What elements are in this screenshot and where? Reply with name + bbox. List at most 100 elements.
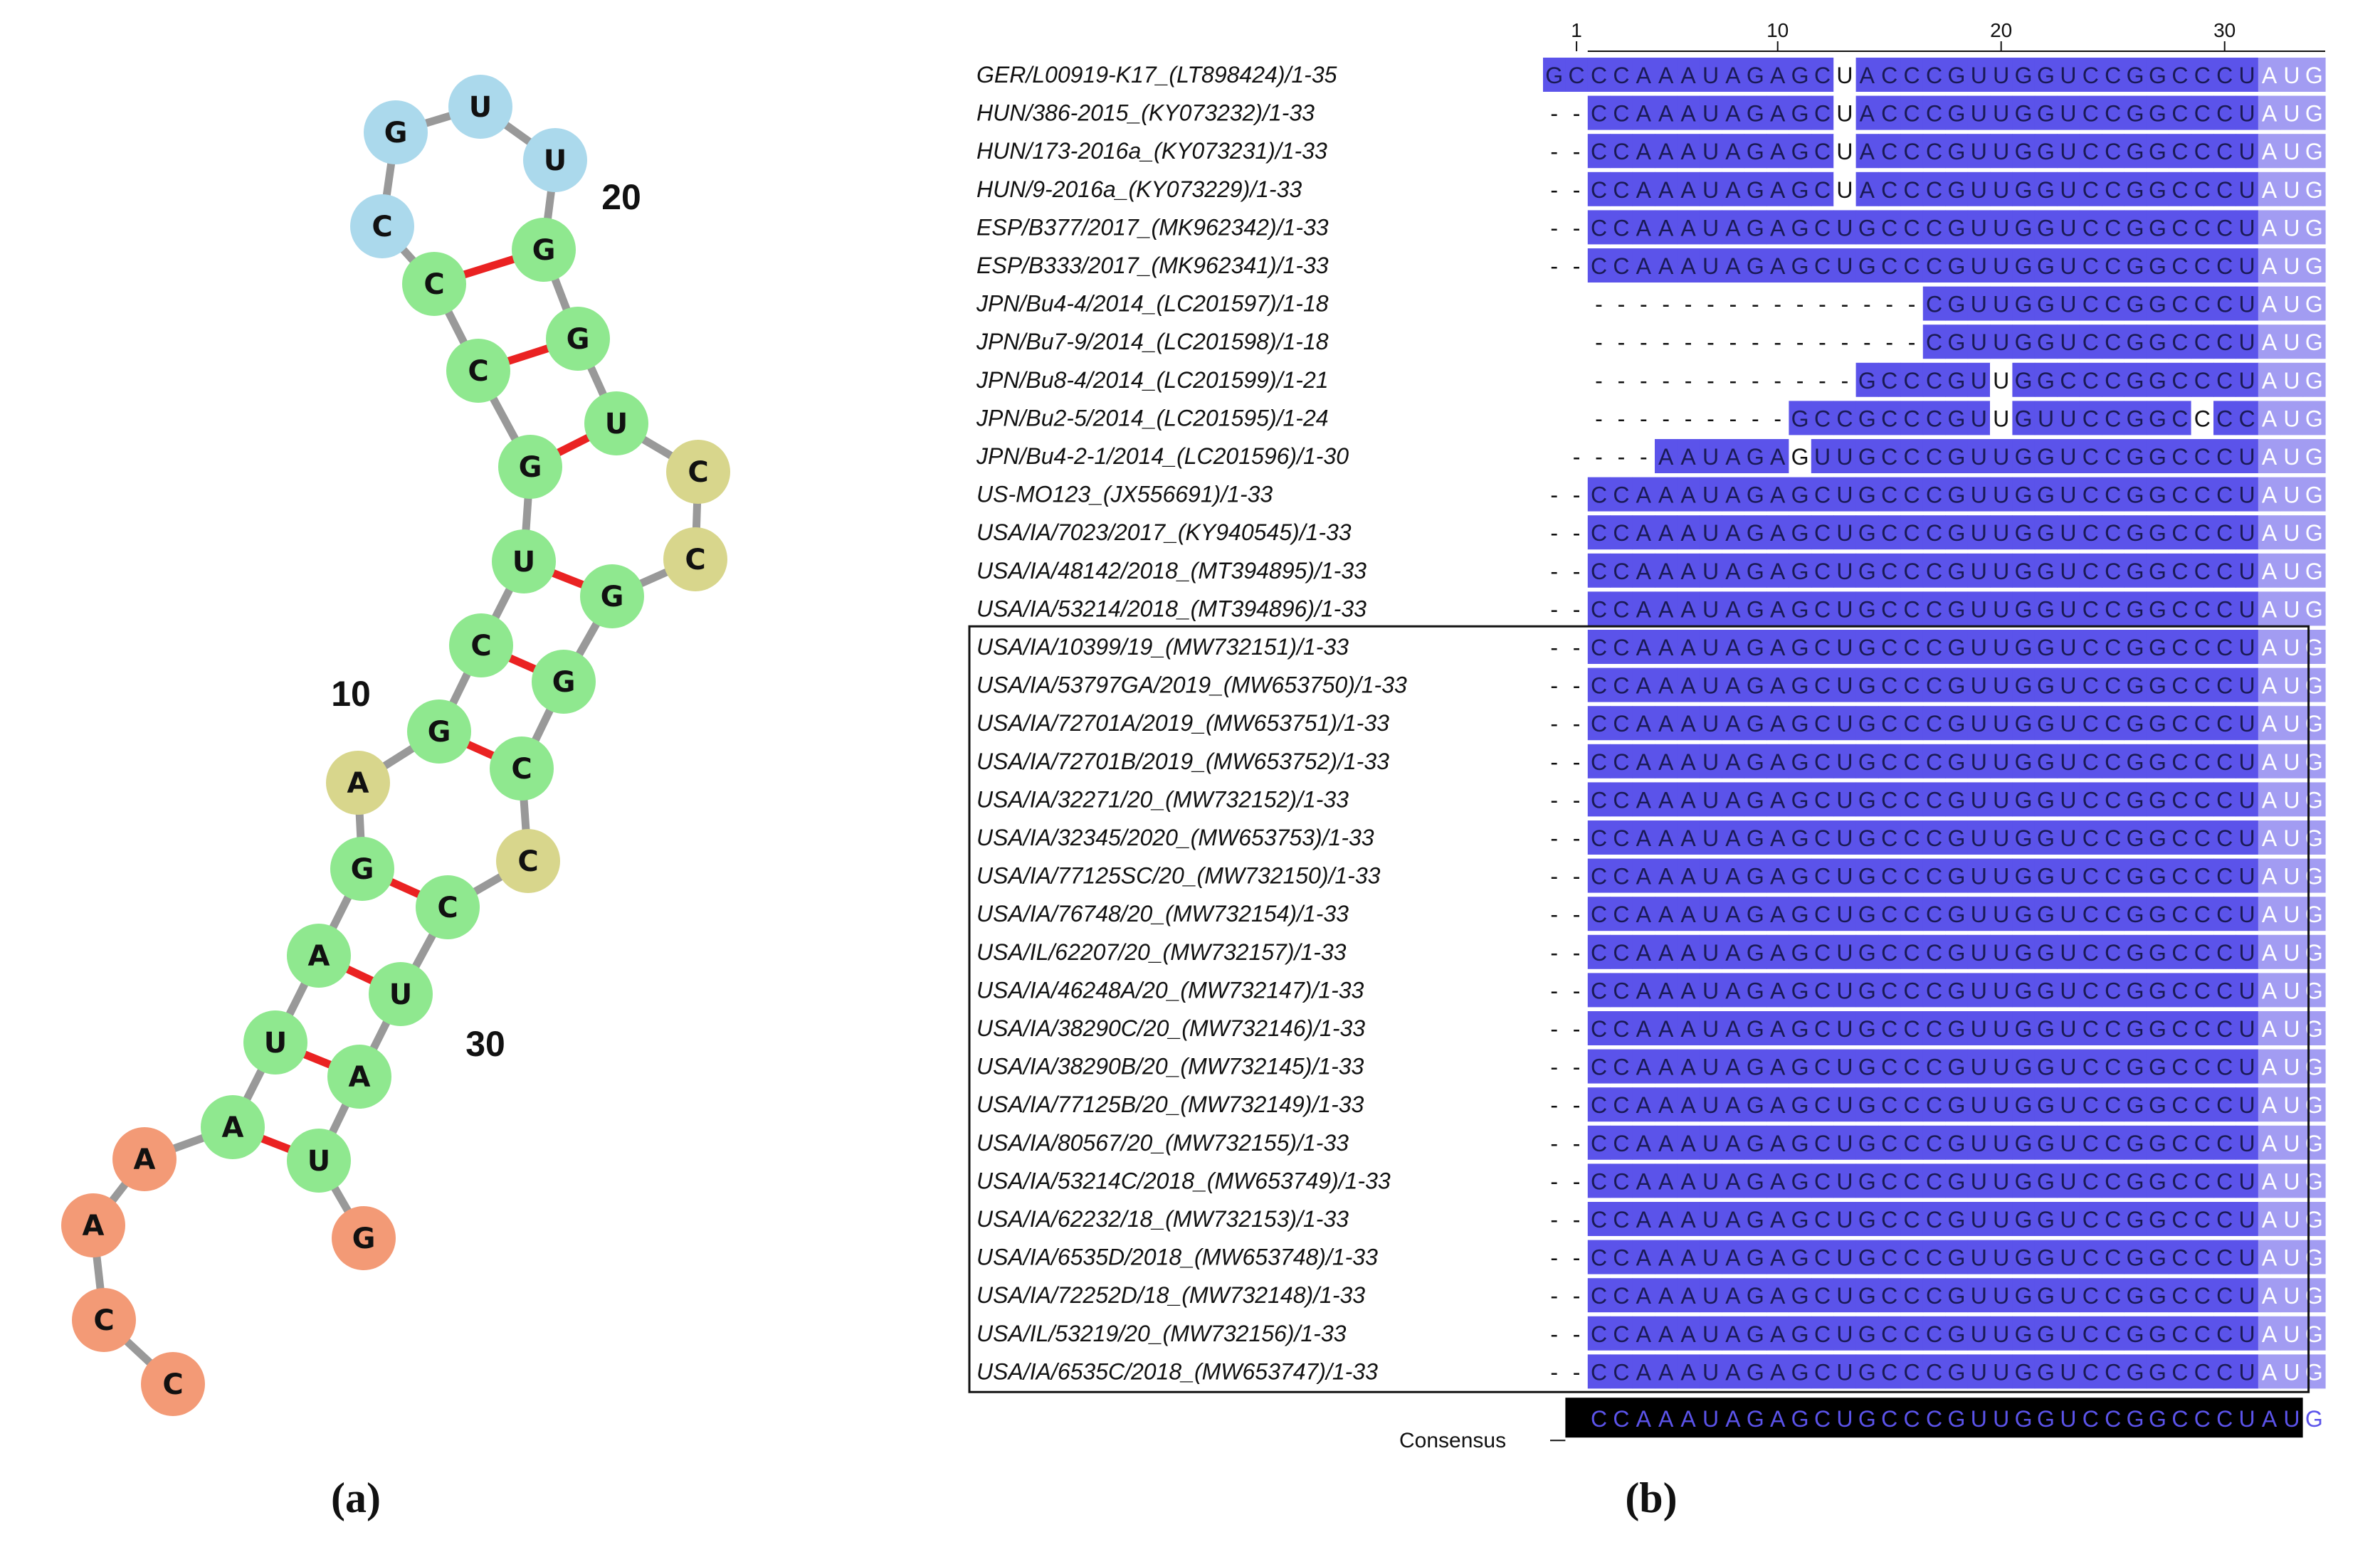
- residue-letter: C: [2216, 1321, 2233, 1347]
- consensus-letter: A: [1658, 1406, 1674, 1432]
- residue-cell: [1945, 706, 1969, 741]
- residue-cell: [2034, 667, 2058, 702]
- residue-letter: -: [1618, 444, 1626, 470]
- residue-letter: C: [2216, 63, 2233, 88]
- residue-letter: G: [1747, 787, 1764, 813]
- residue-cell: [2012, 782, 2036, 817]
- residue-cell: [1587, 210, 1611, 245]
- residue-letter: C: [2171, 1092, 2188, 1118]
- sequence-name: JPN/Bu2-5/2014_(LC201595)/1-24: [976, 405, 1329, 431]
- residue-cell: [1587, 515, 1611, 550]
- residue-cell: [1811, 553, 1834, 588]
- residue-letter: G: [2015, 406, 2033, 431]
- residue-letter: C: [2082, 215, 2099, 241]
- residue-letter: -: [1550, 1055, 1558, 1080]
- residue-letter: -: [1550, 749, 1558, 775]
- residue-letter: C: [2082, 329, 2099, 355]
- residue-letter: U: [1836, 596, 1853, 622]
- residue-letter: -: [1685, 292, 1692, 317]
- residue-letter: U: [1971, 940, 1987, 966]
- residue-letter: C: [2194, 329, 2211, 355]
- residue-letter: -: [1550, 635, 1558, 660]
- residue-cell: [2213, 210, 2236, 245]
- residue-letter: U: [2283, 940, 2300, 966]
- residue-cell: [1610, 58, 1633, 92]
- residue-letter: A: [1770, 482, 1786, 508]
- residue-letter: G: [1747, 1055, 1764, 1080]
- residue-letter: U: [2239, 787, 2255, 813]
- residue-cell: [1655, 591, 1678, 626]
- residue-cell: [1543, 58, 1566, 92]
- residue-letter: G: [2149, 1207, 2166, 1232]
- residue-letter: U: [1836, 253, 1853, 279]
- residue-letter: -: [1550, 1168, 1558, 1194]
- residue-letter: C: [2082, 1092, 2099, 1118]
- residue-letter: U: [2060, 787, 2076, 813]
- residue-letter: U: [1971, 1168, 1987, 1194]
- residue-letter: G: [2015, 215, 2033, 241]
- residue-cell: [2302, 134, 2326, 169]
- residue-letter: C: [2082, 1283, 2099, 1309]
- nucleotide-29: C: [416, 875, 480, 939]
- residue-letter: C: [2194, 1092, 2211, 1118]
- residue-cell: [1587, 782, 1611, 817]
- residue-cell: [2079, 324, 2102, 359]
- nucleotide-letter: C: [162, 1368, 183, 1401]
- residue-letter: A: [1658, 444, 1674, 470]
- residue-letter: C: [1926, 1092, 1942, 1118]
- residue-letter: U: [1836, 635, 1853, 660]
- residue-letter: G: [2127, 1131, 2144, 1156]
- residue-letter: G: [1747, 978, 1764, 1003]
- residue-letter: G: [2015, 482, 2033, 508]
- residue-cell: [2124, 439, 2147, 473]
- residue-cell: [1811, 667, 1834, 702]
- residue-cell: [1833, 782, 1857, 817]
- residue-cell: [1945, 477, 1969, 512]
- residue-cell: [2169, 362, 2192, 397]
- residue-letter: U: [1836, 978, 1853, 1003]
- residue-letter: C: [1613, 1055, 1629, 1080]
- residue-letter: G: [2127, 978, 2144, 1003]
- residue-letter: U: [1993, 215, 2009, 241]
- residue-letter: C: [1591, 978, 1607, 1003]
- residue-cell: [1833, 210, 1857, 245]
- residue-letter: G: [1858, 1207, 1876, 1232]
- residue-cell: [2102, 362, 2124, 397]
- residue-letter: U: [2239, 215, 2255, 241]
- residue-letter: C: [2216, 406, 2233, 431]
- residue-letter: G: [1947, 635, 1965, 660]
- residue-letter: U: [1702, 864, 1719, 889]
- residue-letter: C: [2216, 1168, 2233, 1194]
- residue-cell: [2280, 782, 2304, 817]
- residue-letter: G: [2149, 711, 2166, 736]
- residue-letter: A: [1725, 482, 1741, 508]
- residue-letter: G: [1747, 1168, 1764, 1194]
- residue-cell: [1945, 591, 1969, 626]
- residue-letter: G: [1747, 596, 1764, 622]
- residue-cell: [1855, 477, 1879, 512]
- residue-letter: -: [1618, 292, 1626, 317]
- residue-letter: A: [1725, 1321, 1741, 1347]
- residue-cell: [1967, 324, 1991, 359]
- residue-letter: U: [2060, 406, 2076, 431]
- residue-letter: C: [2082, 1016, 2099, 1042]
- residue-letter: U: [1993, 1055, 2009, 1080]
- residue-cell: [2213, 134, 2236, 169]
- residue-letter: A: [1770, 253, 1786, 279]
- residue-letter: C: [2216, 559, 2233, 584]
- residue-cell: [1990, 744, 2013, 778]
- residue-letter: -: [1550, 978, 1558, 1003]
- residue-cell: [2079, 820, 2102, 855]
- residue-letter: A: [1725, 177, 1741, 203]
- residue-letter: G: [2015, 1016, 2033, 1042]
- residue-cell: [1632, 744, 1655, 778]
- residue-letter: A: [1636, 749, 1652, 775]
- nucleotide-circle: [61, 1193, 125, 1257]
- residue-cell: [1945, 667, 1969, 702]
- residue-cell: [2102, 286, 2124, 321]
- residue-letter: U: [1993, 902, 2009, 927]
- residue-letter: C: [2082, 1055, 2099, 1080]
- residue-letter: C: [1881, 1283, 1897, 1309]
